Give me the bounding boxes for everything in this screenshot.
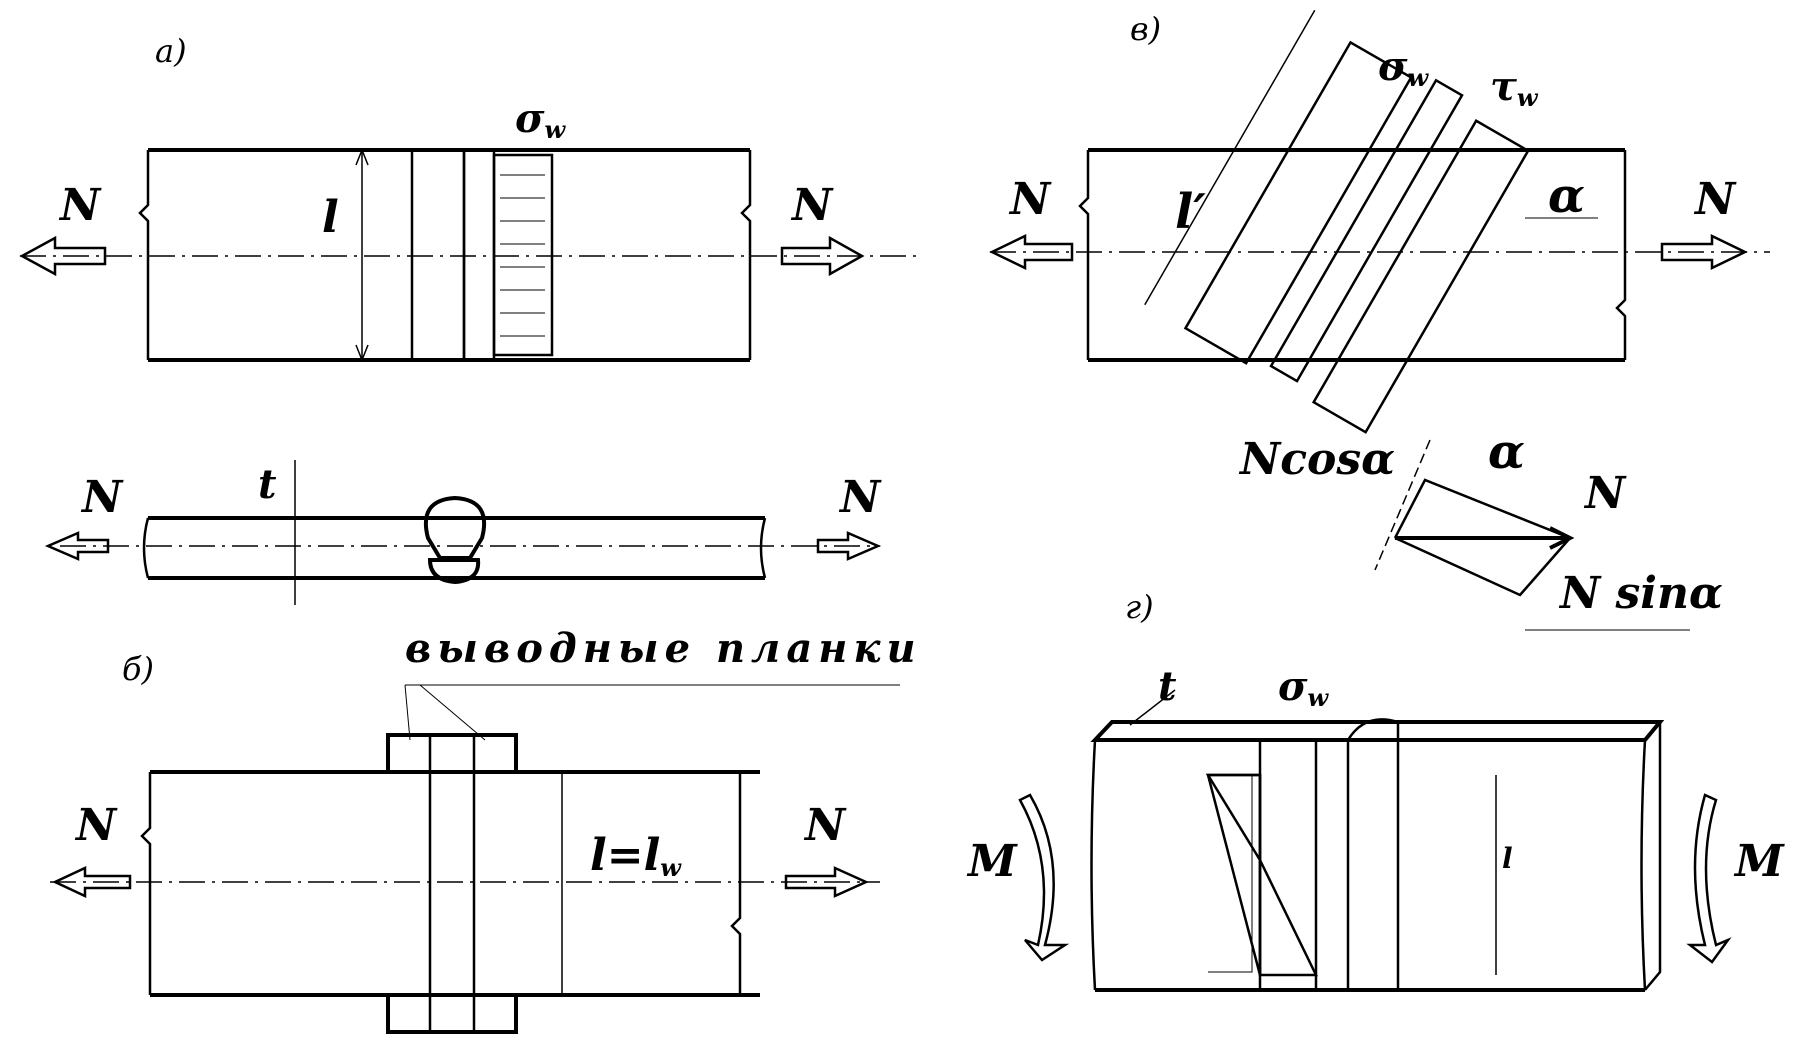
panel-a-label: а) — [155, 32, 187, 70]
weld-root — [427, 558, 481, 585]
normal-stress-diagram — [1183, 40, 1413, 365]
panel-b-runoff-tabs: б) выводные планки l=lw N N — [50, 625, 922, 1034]
section-force-left-arrow — [44, 531, 110, 561]
force-b-right-arrow — [784, 866, 870, 898]
force-v-right-label: N — [1693, 174, 1737, 225]
force-b-left-label: N — [74, 800, 118, 851]
stress-diagram — [492, 153, 554, 357]
oblique-length-dimension — [1144, 9, 1316, 306]
force-right-label: N — [790, 180, 834, 231]
sigma-w-label-g: σw — [1278, 663, 1330, 712]
panel-v-oblique-joint: в) l′ σw τw α N N Ncosα α N N sinα — [989, 9, 1770, 631]
force-v-right-arrow — [1660, 234, 1748, 270]
force-b-right-label: N — [803, 800, 847, 851]
panel-a-butt-joint: а) l σw N N — [19, 32, 920, 605]
sigma-w-label-v: σw — [1378, 43, 1430, 92]
plate-g-top-face — [1090, 720, 1665, 742]
section-force-right-arrow — [816, 531, 882, 561]
angle-label-v: α — [1548, 168, 1585, 224]
moment-left-arrow — [1018, 793, 1070, 962]
angle-label-force: α — [1488, 424, 1525, 480]
oblique-length-label: l′ — [1175, 184, 1206, 240]
weld-zone — [462, 148, 496, 362]
weld-section — [423, 495, 487, 560]
force-right-arrow — [780, 235, 865, 277]
force-triangle — [1393, 478, 1571, 597]
thickness-g-label: t — [1158, 663, 1177, 710]
tension-stress-triangle — [1258, 859, 1318, 977]
panel-b-label: б) — [122, 650, 154, 688]
panel-g-bending: г) l t σw M M — [966, 588, 1785, 992]
moment-right-label: M — [1733, 836, 1785, 887]
plate-right-break — [740, 150, 752, 360]
section-force-left-label: N — [80, 472, 124, 523]
panel-v-label: в) — [1130, 10, 1161, 48]
runoff-tab-top — [386, 733, 518, 774]
runoff-tab-bottom — [386, 993, 518, 1034]
force-v-left-arrow — [989, 234, 1074, 270]
tau-w-label: τw — [1490, 63, 1539, 112]
stress-arrows — [500, 174, 545, 337]
shear-stress-diagram — [1311, 119, 1530, 434]
oblique-weld — [1269, 78, 1464, 383]
n-sin-label: N sinα — [1558, 568, 1723, 619]
weld-bead — [410, 148, 466, 362]
thickness-label: t — [258, 461, 277, 508]
force-n-label: N — [1583, 468, 1627, 519]
moment-right-arrow — [1686, 793, 1732, 964]
force-b-left-arrow — [52, 866, 132, 898]
n-cos-label: Ncosα — [1238, 434, 1395, 485]
panel-g-label: г) — [1125, 588, 1154, 626]
force-left-label: N — [58, 180, 102, 231]
length-g-label: l — [1502, 842, 1513, 875]
length-label: l — [322, 192, 339, 243]
section-force-right-label: N — [838, 472, 882, 523]
force-left-arrow — [19, 235, 107, 277]
weld-bead-b — [428, 733, 476, 1034]
length-b-label: l=lw — [590, 830, 682, 882]
weld-bead-g — [1346, 738, 1400, 992]
runoff-tabs-label: выводные планки — [405, 625, 922, 672]
plate-left-break — [138, 150, 150, 360]
moment-left-label: M — [966, 836, 1018, 887]
stress-label: σw — [515, 95, 567, 144]
force-v-left-label: N — [1008, 174, 1052, 225]
